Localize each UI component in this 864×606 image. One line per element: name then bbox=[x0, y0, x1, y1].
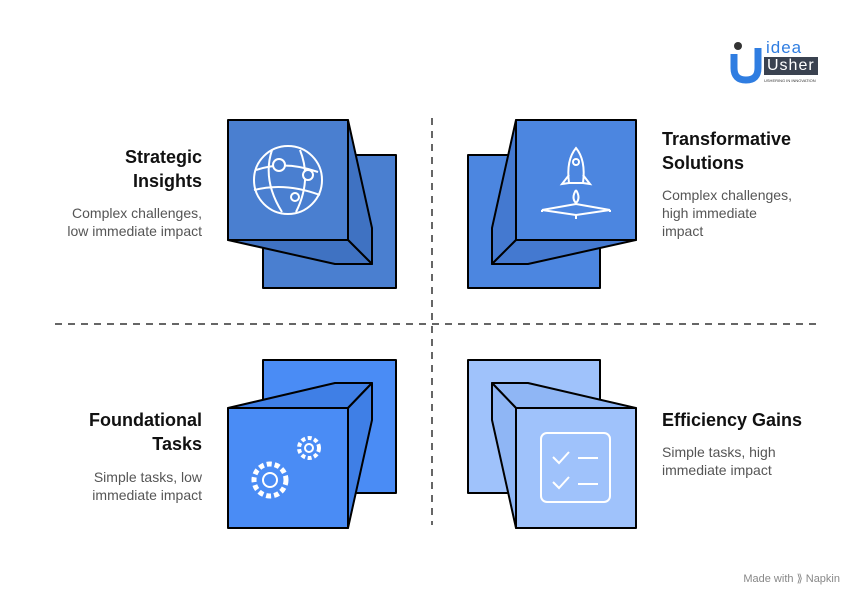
quadrant-desc-efficiency-gains: Simple tasks, high immediate impact bbox=[662, 443, 776, 479]
title-line: Efficiency Gains bbox=[662, 410, 803, 430]
desc-line: Simple tasks, high bbox=[662, 444, 776, 460]
idea-usher-logo: idea Usher USHERING IN INNOVATION bbox=[730, 38, 842, 86]
title-line: Solutions bbox=[662, 153, 744, 173]
logo-tagline: USHERING IN INNOVATION bbox=[764, 78, 816, 83]
napkin-icon: ⟫ bbox=[796, 573, 803, 585]
desc-line: impact bbox=[662, 223, 704, 239]
made-with-text: Made with bbox=[743, 573, 794, 585]
desc-line: Simple tasks, low bbox=[93, 469, 202, 485]
cube-transformative-solutions bbox=[467, 119, 637, 289]
checklist-icon bbox=[540, 432, 611, 503]
title-line: Foundational bbox=[89, 410, 202, 430]
logo-text: Usher bbox=[764, 57, 818, 75]
quadrant-desc-strategic-insights: Complex challenges, low immediate impact bbox=[67, 204, 202, 240]
desc-line: immediate impact bbox=[662, 462, 772, 478]
quadrant-desc-transformative-solutions: Complex challenges, high immediate impact bbox=[662, 186, 792, 240]
title-line: Strategic bbox=[124, 147, 202, 167]
globe-network-icon bbox=[253, 145, 323, 215]
title-line: Insights bbox=[132, 171, 202, 191]
quadrant-title-efficiency-gains: Efficiency Gains bbox=[662, 408, 802, 432]
desc-line: high immediate bbox=[662, 205, 757, 221]
cube-efficiency-gains bbox=[467, 359, 637, 529]
cube-strategic-insights bbox=[227, 119, 397, 289]
logo-text: idea bbox=[766, 38, 803, 57]
made-with-napkin[interactable]: Made with ⟫ Napkin bbox=[743, 572, 840, 585]
napkin-brand: Napkin bbox=[805, 573, 840, 585]
rocket-launch-icon bbox=[541, 146, 611, 219]
desc-line: Complex challenges, bbox=[72, 205, 202, 221]
quadrant-desc-foundational-tasks: Simple tasks, low immediate impact bbox=[92, 468, 202, 504]
gears-icon bbox=[251, 436, 321, 499]
title-line: Transformative bbox=[662, 129, 792, 149]
desc-line: low immediate impact bbox=[67, 223, 202, 239]
desc-line: immediate impact bbox=[92, 487, 202, 503]
desc-line: Complex challenges, bbox=[662, 187, 792, 203]
title-line: Tasks bbox=[152, 434, 202, 454]
